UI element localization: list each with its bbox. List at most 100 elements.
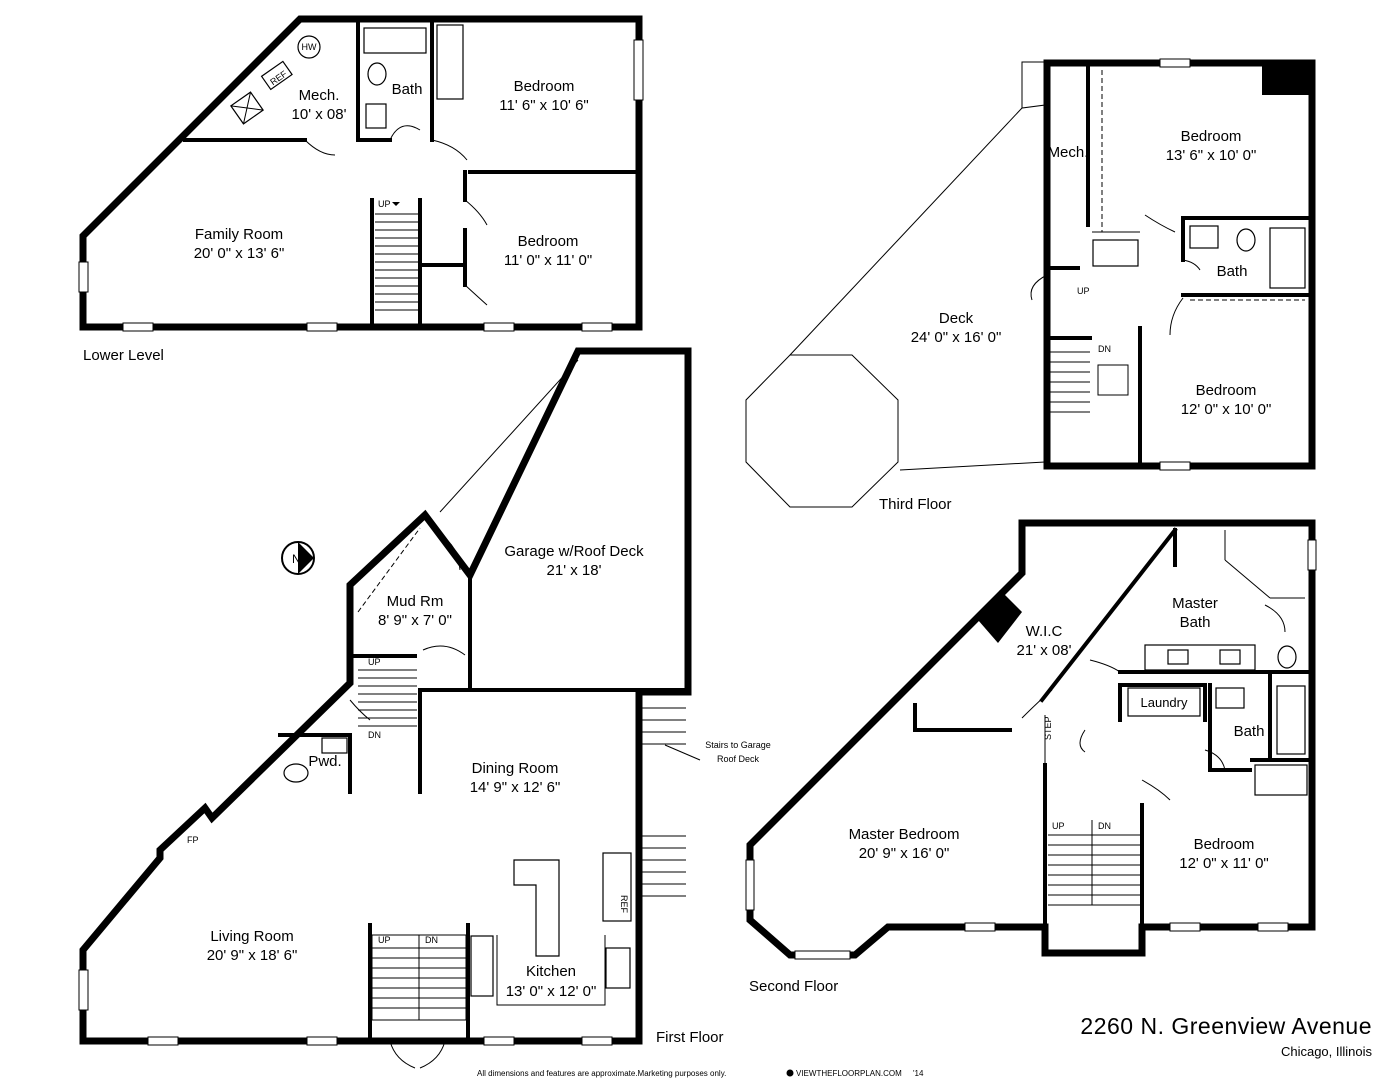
lower-bath-door: [389, 125, 421, 141]
stairs-note-line1: Stairs to Garage: [705, 740, 771, 750]
pwd-door: [349, 699, 371, 721]
third-bedroom1-door: [1144, 214, 1176, 233]
second-window: [964, 922, 996, 932]
front-stairs-up-label: UP: [378, 935, 391, 945]
second-bath-sink-icon: [1215, 687, 1245, 709]
third-window: [1159, 461, 1191, 471]
third-floor-outer-wall: [1043, 59, 1316, 470]
master-toilet-door: [1264, 604, 1286, 633]
first-window: [306, 1036, 338, 1046]
step-label: STEP: [1043, 716, 1053, 740]
second-window: [794, 950, 851, 960]
lower-window: [581, 322, 613, 332]
room-name: Bath: [392, 81, 423, 98]
watermark-year: '14: [913, 1069, 924, 1078]
front-stairs-down-label: DN: [425, 935, 438, 945]
master-sink-icon: [1167, 649, 1189, 665]
first-window: [147, 1036, 179, 1046]
room-name: Bath: [1217, 263, 1248, 280]
lower-level-outer-wall: [79, 15, 643, 331]
lower-bedroom2-closet-door: [464, 284, 488, 306]
compass-north-label: N: [292, 552, 301, 566]
disclaimer: All dimensions and features are approxim…: [477, 1069, 726, 1078]
lower-window: [122, 322, 154, 332]
room-name: Bedroom: [1181, 128, 1242, 145]
room-name: Bath: [1234, 723, 1265, 740]
wic-door: [1021, 689, 1053, 719]
refrigerator-icon: [602, 852, 632, 922]
third-door: [1030, 274, 1048, 301]
lower-window: [78, 261, 89, 293]
room-name: Family Room: [195, 226, 283, 243]
front-door-right: [419, 1040, 446, 1069]
room-dims: 12' 0" x 10' 0": [1181, 401, 1272, 418]
lower-mech-door: [304, 139, 336, 156]
room-dims: 20' 0" x 13' 6": [194, 245, 285, 262]
lower-bathtub-icon: [363, 27, 427, 54]
first-window: [483, 1036, 515, 1046]
kitchen-island: [513, 859, 560, 957]
floor-label-first-floor: First Floor: [656, 1029, 724, 1046]
third-stairs-down-label: DN: [1098, 344, 1111, 354]
powder-sink-icon: [321, 737, 348, 754]
room-name: Mech.: [299, 87, 340, 104]
watermark: VIEWTHEFLOORPLAN.COM: [796, 1069, 902, 1078]
first-floor-plan: UP DN Stairs to Garage Roof Deck: [78, 347, 771, 1069]
room-name: Master: [1172, 595, 1218, 612]
room-name: Bedroom: [518, 233, 579, 250]
room-name: Living Room: [210, 928, 293, 945]
room-name: Kitchen: [526, 963, 576, 980]
fireplace-label: FP: [187, 835, 199, 845]
second-bath-wall: [1208, 683, 1252, 772]
mudroom-garage-door: [439, 534, 461, 571]
mudroom-stairs: UP DN: [358, 657, 417, 740]
lower-stairs-up-label: UP: [378, 199, 391, 209]
water-heater-icon: [297, 35, 321, 59]
third-stairs: DN UP: [1050, 286, 1129, 413]
second-bedroom-door: [1141, 779, 1171, 801]
room-dims: 24' 0" x 16' 0": [911, 329, 1002, 346]
room-name: Mud Rm: [387, 593, 444, 610]
room-name: Deck: [939, 310, 974, 327]
kitchen-counter: [496, 935, 606, 1006]
second-stairs-down-label: DN: [1098, 821, 1111, 831]
lower-bedroom1-door: [431, 139, 468, 161]
room-dims: 20' 9" x 16' 0": [859, 845, 950, 862]
mudroom-stairs-up-label: UP: [368, 657, 381, 667]
second-bathtub-icon: [1276, 685, 1306, 755]
room-dims: 13' 0" x 12' 0": [506, 983, 597, 1000]
lower-stairs: UP: [375, 199, 418, 311]
lower-sink-icon: [365, 103, 387, 129]
room-name: Bedroom: [1196, 382, 1257, 399]
first-window: [581, 1036, 613, 1046]
room-dims: 8' 9" x 7' 0": [378, 612, 452, 629]
skylight-icon: [1097, 364, 1129, 396]
hall-door: [1079, 729, 1086, 753]
second-stairs: UP DN: [1048, 820, 1140, 906]
room-name: Bedroom: [1194, 836, 1255, 853]
deck-edge: [899, 461, 1046, 471]
second-laundry-wall: [1118, 683, 1207, 722]
room-name: Laundry: [1141, 695, 1188, 710]
room-dims: 11' 6" x 10' 6": [499, 97, 589, 114]
room-dims: 11' 0" x 11' 0": [504, 252, 592, 269]
city-subtitle: Chicago, Illinois: [1281, 1044, 1373, 1059]
first-pwd-wall: [278, 733, 352, 794]
room-dims: 20' 9" x 18' 6": [207, 947, 298, 964]
lower-toilet-icon: [367, 62, 387, 86]
room-name: Bedroom: [514, 78, 575, 95]
lower-stairs-arrow-icon: [392, 202, 400, 206]
refrigerator-label: REF: [619, 895, 629, 914]
second-window: [1257, 922, 1289, 932]
garage-stairs: [642, 707, 701, 897]
mudroom-stairs-down-label: DN: [368, 730, 381, 740]
deck-edge: [789, 107, 1023, 356]
room-dims: 21' x 18': [547, 562, 602, 579]
laundry-counter: [1127, 687, 1201, 717]
floor-label-lower-level: Lower Level: [83, 347, 164, 364]
second-chimney: [978, 590, 1022, 643]
watermark-icon: [786, 1069, 794, 1077]
second-stairs-up-label: UP: [1052, 821, 1065, 831]
deck-octagon: [745, 354, 899, 508]
